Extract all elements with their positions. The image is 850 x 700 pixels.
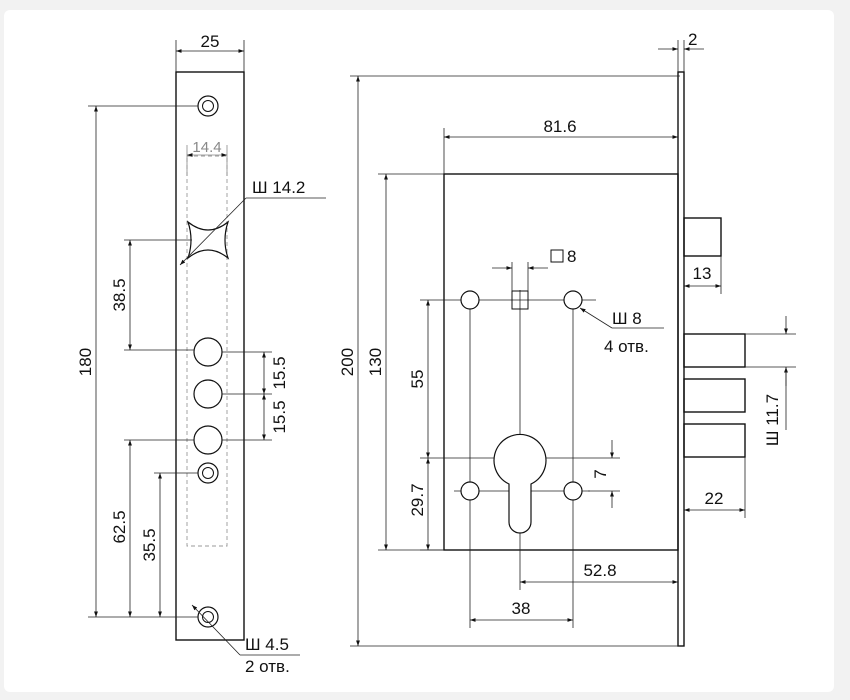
dim-15-5-bottom-label: 15.5 — [270, 400, 289, 433]
cylinder-cutout — [493, 433, 547, 534]
square-symbol-icon — [550, 249, 564, 263]
dim-55-label: 55 — [408, 370, 427, 389]
lock-case — [443, 173, 679, 551]
bolt-hole-2 — [193, 379, 223, 409]
mounting-hole-top — [197, 95, 219, 117]
dim-62-5-label: 62.5 — [110, 510, 129, 543]
faceplate — [677, 71, 685, 647]
slot-diameter-label: Ш 14.2 — [252, 178, 305, 197]
bolt-diameter-label: Ш 11.7 — [763, 394, 782, 446]
faceplate-thickness-label: 2 — [688, 30, 697, 49]
lock-body-view: 2 200 130 81.6 8 13 Ш 8 4 отв. 55 — [338, 30, 796, 647]
cylinder-backset-label: 52.8 — [583, 561, 616, 580]
spindle-square-label: 8 — [567, 247, 576, 266]
mounting-hole-middle — [197, 462, 219, 484]
dim-15-5-top-label: 15.5 — [270, 356, 289, 389]
lock-height-label: 200 — [338, 348, 357, 376]
bolt-hole-3 — [193, 425, 223, 455]
screw-hole-bottom-right — [563, 481, 583, 501]
mount-hole-count-label: 2 отв. — [245, 657, 290, 676]
spindle-square — [511, 290, 529, 310]
strike-plate-view: 14.4 25 Ш 14.2 180 38.5 — [76, 32, 326, 676]
dim-38-5-label: 38.5 — [110, 278, 129, 311]
plate-width-label: 25 — [201, 32, 220, 51]
backset-width-label: 81.6 — [543, 117, 576, 136]
bolt-1 — [683, 333, 746, 368]
bolt-projection-label: 22 — [705, 489, 724, 508]
curved-latch-slot — [186, 220, 230, 260]
bolt-2 — [683, 378, 746, 413]
case-height-label: 130 — [366, 348, 385, 376]
screw-hole-top-left — [460, 290, 480, 310]
bolt-hole-1 — [193, 337, 223, 367]
cylinder-offset-label: 7 — [591, 469, 610, 478]
strike-plate-outline — [175, 71, 245, 641]
screw-hole-bottom-left — [460, 481, 480, 501]
mount-hole-diameter-label: Ш 4.5 — [245, 635, 289, 654]
dim-29-7-label: 29.7 — [408, 483, 427, 516]
latch — [683, 217, 722, 257]
drawing-sheet — [4, 10, 834, 692]
latch-projection-label: 13 — [693, 264, 712, 283]
dim-35-5-label: 35.5 — [140, 528, 159, 561]
mounting-hole-bottom — [197, 606, 219, 628]
inner-width-label: 14.4 — [192, 139, 221, 156]
bolt-3 — [683, 423, 746, 458]
hole-spacing-label: 38 — [512, 599, 531, 618]
screw-hole-diameter-label: Ш 8 — [612, 309, 642, 328]
plate-height-label: 180 — [76, 348, 95, 376]
screw-hole-count-label: 4 отв. — [604, 337, 649, 356]
screw-hole-top-right — [563, 290, 583, 310]
strike-plate-hidden-slot — [186, 155, 228, 547]
